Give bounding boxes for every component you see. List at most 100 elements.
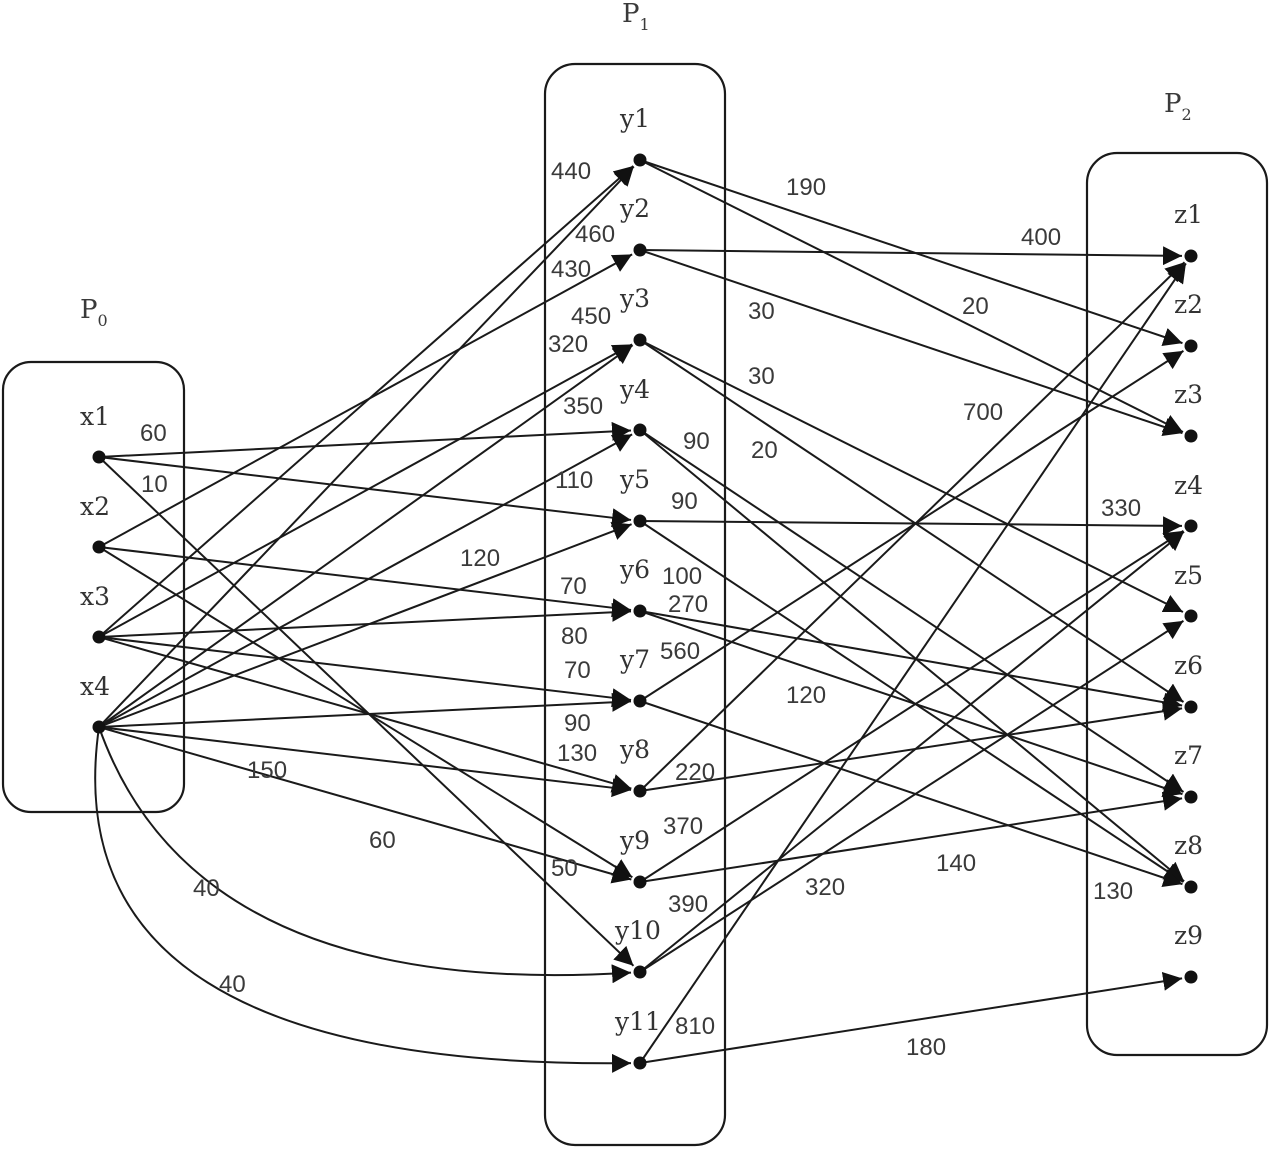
- edge-x4-y8: [98, 726, 632, 798]
- edge-label-x3-y1: 440: [551, 158, 591, 185]
- edge-label-x3-y3: 320: [548, 331, 588, 358]
- node-y11-label: y11: [614, 1007, 661, 1036]
- node-z3-dot: [1184, 429, 1198, 443]
- edge-label-x1-y5: 10: [141, 471, 168, 498]
- edge-y6-z6: [639, 610, 1183, 712]
- edge-x4-y3: [98, 344, 634, 728]
- edge-x4-y5: [98, 522, 632, 728]
- node-y10-label: y10: [614, 916, 661, 945]
- partition-p2-title: P2: [1164, 89, 1192, 124]
- node-x3-label: x3: [80, 582, 110, 611]
- edge-label-x4-y1: 460: [575, 221, 615, 248]
- edge-label-y3-z6: 20: [751, 437, 778, 464]
- node-y5-label: y5: [619, 465, 650, 494]
- edge-x3-y6: [98, 602, 632, 638]
- edge-y2-z3: [639, 249, 1183, 437]
- edge-y6-z7: [639, 610, 1183, 798]
- edge-layer: [94, 159, 1187, 1073]
- edge-label-y9-z4: 370: [663, 813, 703, 840]
- node-y11-dot: [633, 1056, 647, 1070]
- partition-p2-subscript: 2: [1182, 105, 1192, 124]
- edge-x4-y7: [98, 692, 632, 728]
- edge-label-y3-z5: 30: [748, 363, 775, 390]
- edge-label-y8-z6: 220: [675, 759, 715, 786]
- edge-label-y11-z9: 180: [906, 1034, 946, 1061]
- edge-label-y1-z3: 20: [962, 293, 989, 320]
- node-z6-dot: [1184, 700, 1198, 714]
- edge-label-x3-y6: 80: [561, 623, 588, 650]
- partition-p0-letter: P: [80, 295, 98, 325]
- edge-x4-y10: [98, 726, 632, 984]
- edge-label-x1-y10: 50: [551, 855, 578, 882]
- edge-label-x4-y8: 150: [247, 757, 287, 784]
- partition-p0-subscript: 0: [98, 311, 108, 330]
- edge-x3-y3: [98, 343, 633, 638]
- edge-label-y8-z1: 700: [963, 399, 1003, 426]
- node-y8-dot: [633, 784, 647, 798]
- edge-label-layer: 6010504307090440320807013046045035011012…: [140, 158, 1141, 1061]
- node-z7-dot: [1184, 790, 1198, 804]
- edge-x1-y4: [98, 421, 632, 458]
- node-z4-label: z4: [1174, 471, 1203, 500]
- edge-label-x3-y7: 70: [564, 657, 591, 684]
- node-z5-dot: [1184, 609, 1198, 623]
- edge-label-x3-y8: 130: [557, 740, 597, 767]
- edge-y5-z4: [639, 516, 1183, 536]
- edge-y1-z3: [639, 159, 1184, 433]
- edge-label-x2-y6: 70: [560, 573, 587, 600]
- edge-label-x4-y7: 120: [460, 545, 500, 572]
- node-z8-label: z8: [1174, 831, 1203, 860]
- edge-label-x2-y2: 430: [551, 256, 591, 283]
- edge-label-x4-y11: 40: [219, 971, 246, 998]
- node-x2-dot: [92, 540, 106, 554]
- partition-p0-title: P0: [80, 295, 108, 330]
- node-y8-label: y8: [619, 735, 650, 764]
- edge-label-y4-z8: 90: [671, 488, 698, 515]
- node-y6-dot: [633, 604, 647, 618]
- edge-label-x1-y4: 60: [140, 420, 167, 447]
- node-y5-dot: [633, 514, 647, 528]
- edge-y8-z1: [639, 261, 1186, 792]
- node-x3-dot: [92, 630, 106, 644]
- edge-y4-z7: [639, 429, 1185, 793]
- node-y10-dot: [633, 965, 647, 979]
- edge-label-y4-z7: 90: [683, 428, 710, 455]
- edge-label-y6-z6: 270: [668, 591, 708, 618]
- node-z1-label: z1: [1174, 200, 1203, 229]
- node-y3-dot: [633, 333, 647, 347]
- node-y3-label: y3: [619, 284, 650, 313]
- edge-label-y2-z3: 30: [748, 298, 775, 325]
- node-y6-label: y6: [619, 555, 650, 584]
- node-z6-label: z6: [1174, 651, 1203, 680]
- partition-p1-title: P1: [622, 0, 650, 34]
- node-z9-label: z9: [1174, 921, 1203, 950]
- partition-p0-box: [1, 360, 186, 814]
- node-z9-dot: [1184, 970, 1198, 984]
- edge-label-x2-y9: 90: [564, 710, 591, 737]
- edge-y1-z2: [639, 159, 1183, 347]
- edge-label-x4-y4: 350: [563, 393, 603, 420]
- node-y1-label: y1: [619, 104, 650, 133]
- node-y9-dot: [633, 875, 647, 889]
- edge-y3-z6: [639, 339, 1185, 703]
- node-y4-label: y4: [619, 375, 650, 404]
- edge-y4-z8: [639, 429, 1185, 883]
- edge-x2-y6: [98, 546, 632, 618]
- node-y7-dot: [633, 694, 647, 708]
- node-z4-dot: [1184, 519, 1198, 533]
- edge-y7-z8: [639, 700, 1183, 888]
- node-x4-label: x4: [80, 672, 110, 701]
- node-z2-dot: [1184, 339, 1198, 353]
- edge-x3-y1: [98, 165, 634, 638]
- edge-x3-y7: [98, 636, 632, 708]
- edge-label-y1-z2: 190: [786, 174, 826, 201]
- node-x1-dot: [92, 450, 106, 464]
- edge-label-y2-z1: 400: [1021, 224, 1061, 251]
- partition-p1-subscript: 1: [640, 15, 650, 34]
- edge-y9-z4: [639, 530, 1184, 883]
- edge-x4-y11: [94, 726, 632, 1073]
- edge-y10-z4: [639, 530, 1185, 973]
- node-layer: x1x2x3x4y1y2y3y4y5y6y7y8y9y10y11z1z2z3z4…: [80, 104, 1203, 1070]
- edge-label-y7-z2: 560: [660, 638, 700, 665]
